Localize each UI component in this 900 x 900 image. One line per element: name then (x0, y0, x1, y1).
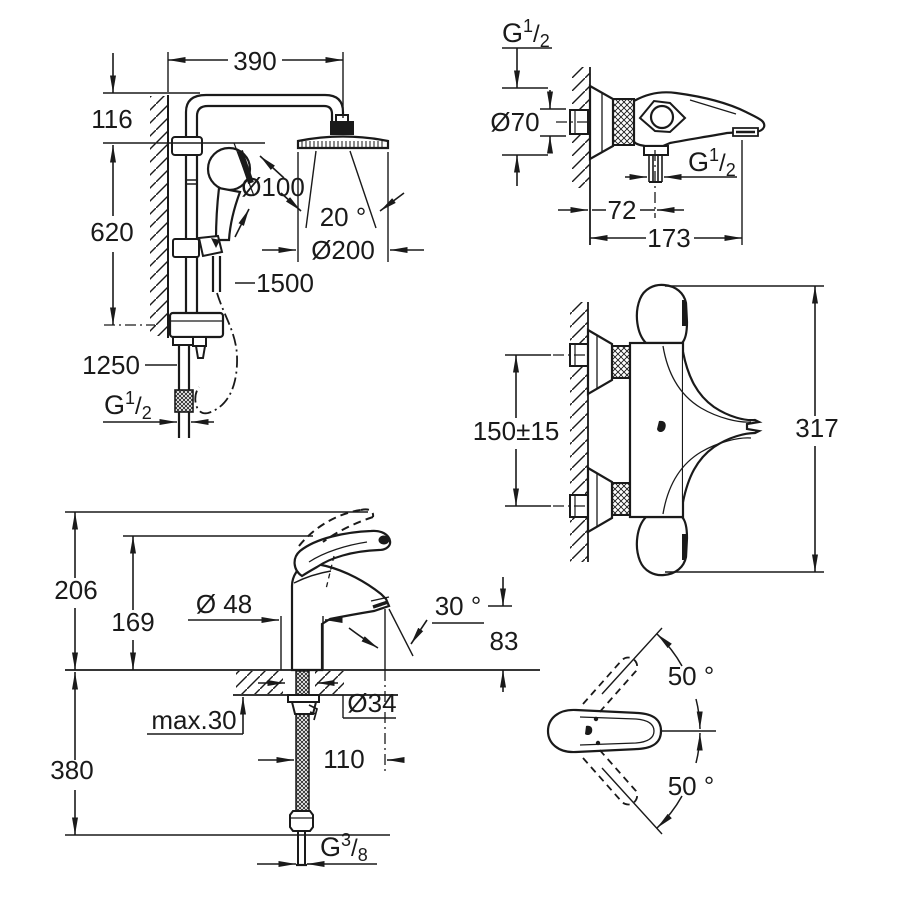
undersink-hose (287, 670, 320, 867)
label-hose-1250: 1250 (82, 350, 140, 380)
dim-spout-height-83 (432, 577, 512, 692)
label-projection-110: 110 (323, 744, 364, 774)
label-spout-height-83: 83 (490, 626, 519, 656)
dim-hand-shower-diameter (234, 155, 285, 238)
dim-head-diameter (262, 152, 424, 262)
wall-section-thermostat (570, 302, 589, 562)
counter-deck (65, 669, 540, 696)
dim-escutcheon (502, 135, 566, 186)
dim-shower-width (167, 52, 344, 118)
dim-hose-length-380 (65, 672, 390, 836)
label-body-diameter: Ø 48 (196, 589, 252, 619)
figure-thermostat-side (505, 283, 824, 577)
label-escutcheon-diameter: Ø70 (490, 107, 539, 137)
lever-top-view (546, 708, 663, 754)
dim-projection-173 (590, 140, 743, 245)
label-thread-g12-shower: G1/2 (104, 388, 152, 423)
spout-body (588, 84, 766, 183)
s-unions (586, 328, 631, 534)
dim-wall-thread (502, 47, 566, 110)
figure-handle-swing (546, 627, 716, 835)
dim-rail-height (103, 142, 265, 326)
dim-hole-diameter-34 (258, 680, 396, 719)
label-hose-1500: 1500 (256, 268, 314, 298)
supply-stubs (553, 343, 596, 518)
label-hose-length-380: 380 (50, 755, 93, 785)
head-shower (296, 114, 390, 229)
figure-bath-spout (502, 47, 766, 245)
label-spray-angle-30: 30 ° (435, 591, 482, 621)
dim-outlet-thread (625, 150, 737, 218)
spray-angle-lines (348, 608, 428, 775)
dim-wall-offset (103, 53, 200, 94)
lever-swing-positions (582, 656, 639, 806)
label-swing-up-50: 50 ° (668, 661, 715, 691)
dim-inlet-spacing (505, 354, 551, 507)
dim-height-206 (65, 511, 368, 670)
label-hose-thread-g38: G3/8 (320, 830, 368, 865)
dim-swing-arcs (601, 627, 716, 835)
diverter-and-supply (168, 311, 225, 438)
thermostat-body (628, 283, 763, 577)
label-rail-height: 620 (90, 217, 133, 247)
label-shower-width: 390 (233, 46, 276, 76)
wall-section (150, 95, 169, 338)
hand-shower (172, 142, 255, 258)
label-swing-down-50: 50 ° (668, 771, 715, 801)
label-hand-shower-diameter: Ø100 (241, 172, 305, 202)
label-wall-thread: G1/2 (502, 16, 550, 51)
dim-deck-thickness (147, 697, 246, 735)
dim-total-height-317 (665, 285, 824, 573)
label-spray-angle-20: 20 ° (320, 202, 367, 232)
mixer-body (290, 508, 392, 672)
label-deck-thickness: max.30 (151, 705, 236, 735)
label-hole-diameter: Ø34 (347, 688, 396, 718)
label-wall-offset: 116 (91, 104, 132, 134)
shower-rail-and-pipe (171, 93, 345, 313)
figure-shower-system (103, 52, 424, 438)
figure-basin-mixer (65, 508, 540, 867)
shower-hose (194, 256, 238, 415)
label-thermostat-height: 317 (795, 413, 838, 443)
label-outlet-thread: G1/2 (688, 145, 736, 180)
dim-body-diameter-48 (188, 616, 343, 670)
dim-height-169 (123, 535, 313, 670)
label-head-diameter: Ø200 (311, 235, 375, 265)
label-height-206: 206 (54, 575, 97, 605)
label-inlet-spacing: 150±15 (473, 416, 560, 446)
wall-section-spout (572, 67, 591, 245)
label-height-169: 169 (111, 607, 154, 637)
supply-stub (556, 109, 596, 135)
label-spout-projection: 173 (647, 223, 690, 253)
label-outlet-offset: 72 (608, 195, 637, 225)
